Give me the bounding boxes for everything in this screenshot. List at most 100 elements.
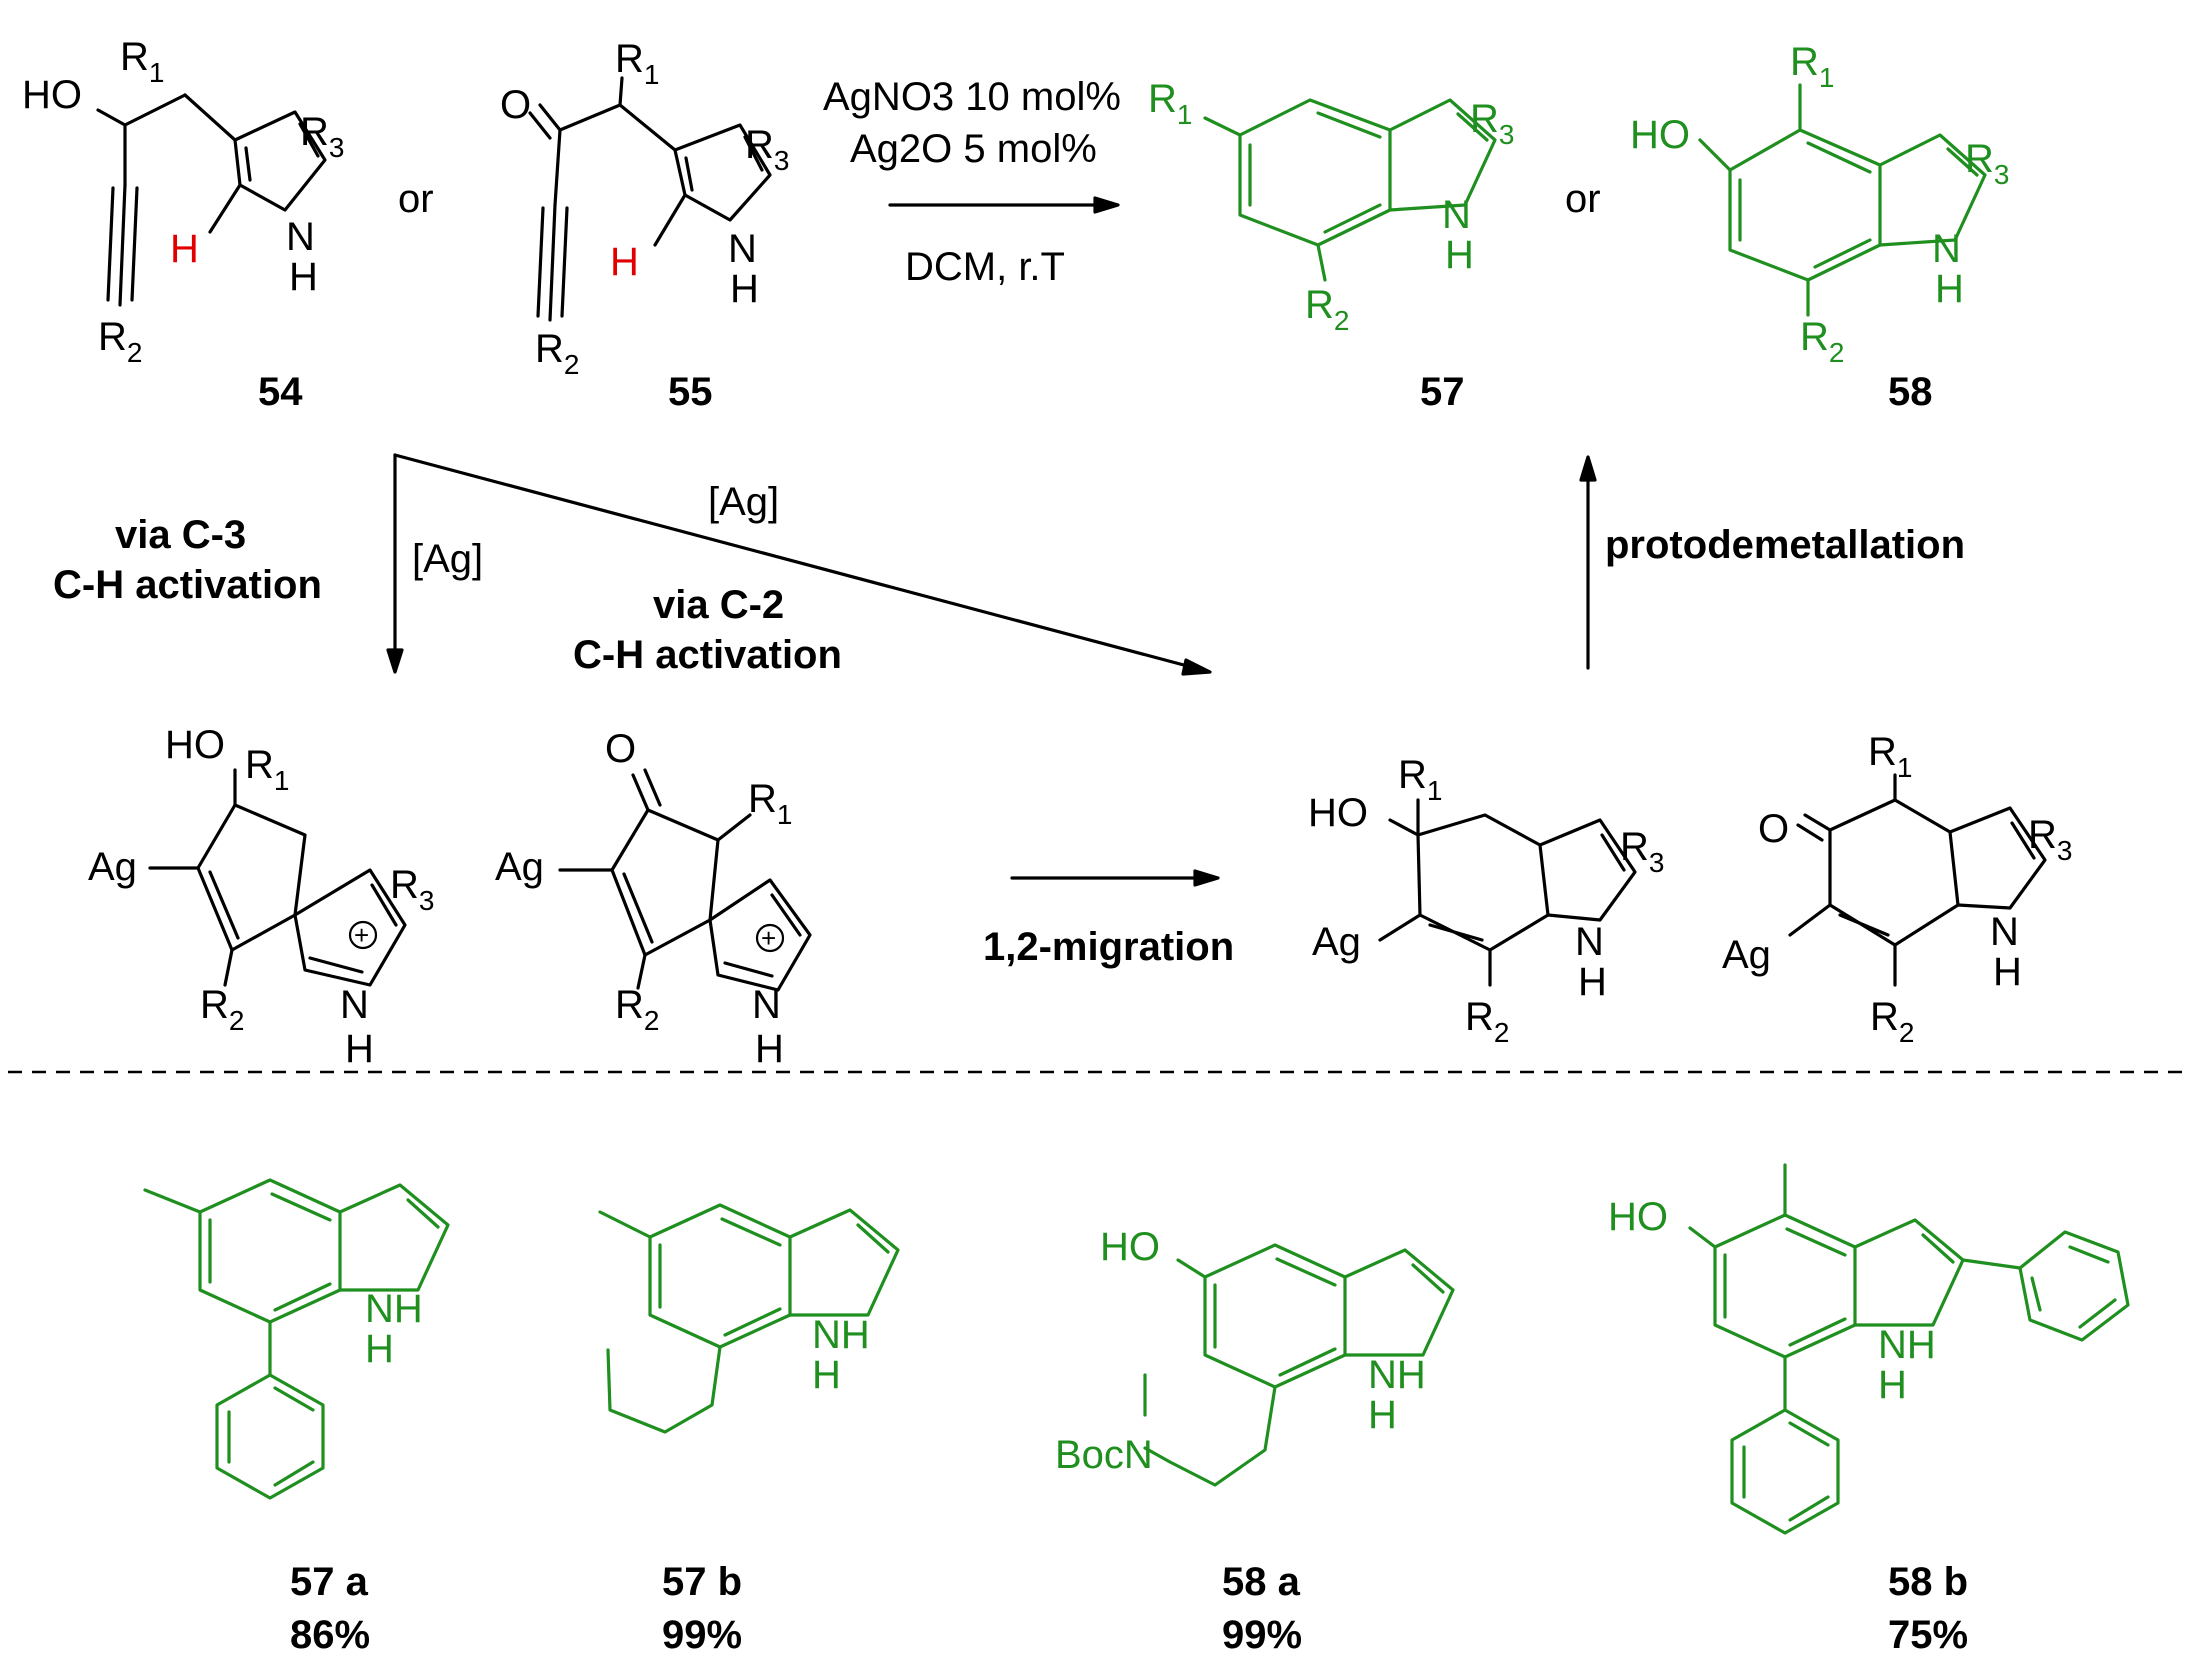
svg-text:H: H [345,1027,374,1071]
svg-text:+: + [354,920,369,950]
svg-text:R1: R1 [1868,730,1912,783]
or-connector-2: or [1565,177,1601,221]
svg-text:Ag: Ag [1312,920,1361,964]
svg-text:H: H [1445,233,1474,277]
example-58b-yield: 75% [1888,1613,1968,1657]
svg-text:N: N [286,215,315,259]
svg-text:H: H [1368,1393,1397,1437]
svg-text:HO: HO [1608,1195,1668,1239]
protodemetallation-label: protodemetallation [1605,523,1965,567]
svg-text:R2: R2 [200,983,244,1036]
fused-intermediate-d-text: R1 O R3 N H Ag R2 [1722,730,2072,1048]
svg-text:R3: R3 [1470,97,1514,150]
svg-text:N: N [1990,910,2019,954]
svg-text:R3: R3 [1965,137,2009,190]
svg-text:R2: R2 [1870,995,1914,1048]
svg-text:H: H [170,227,199,271]
svg-text:H: H [812,1353,841,1397]
svg-text:R1: R1 [748,777,792,830]
example-58b-id: 58 b [1888,1560,1968,1604]
example-57a-id: 57 a [290,1560,369,1604]
svg-text:HO: HO [1630,113,1690,157]
svg-text:NH: NH [812,1313,870,1357]
svg-text:O: O [500,83,531,127]
svg-text:R1: R1 [1398,753,1442,806]
svg-text:H: H [755,1027,784,1071]
migration-label: 1,2-migration [983,925,1234,969]
compound-57-structure [1203,98,1497,282]
example-58b-text: HO NH H [1608,1195,1936,1407]
svg-text:H: H [1935,267,1964,311]
spiro-intermediate-a-text: HO R1 Ag R3 R2 N H + [88,723,434,1071]
compound-58-text: R1 HO R3 N H R2 [1630,40,2009,368]
svg-text:R1: R1 [1148,77,1192,130]
spiro-intermediate-a [148,768,407,987]
compound-58-label: 58 [1888,370,1933,414]
svg-text:R2: R2 [535,327,579,380]
svg-text:N: N [1575,920,1604,964]
compound-57-label: 57 [1420,370,1465,414]
example-58b-structure [1688,1163,2130,1535]
example-57a-yield: 86% [290,1613,370,1657]
example-57a-structure [143,1178,450,1500]
c3-pathway-line-1: via C-3 [115,513,246,557]
reagent-line-2: Ag2O 5 mol% [850,127,1097,171]
svg-text:R2: R2 [1465,995,1509,1048]
svg-text:R2: R2 [1305,283,1349,336]
svg-text:NH: NH [1368,1353,1426,1397]
svg-text:H: H [365,1327,394,1371]
ag-label-c2: [Ag] [708,480,779,524]
svg-text:HO: HO [1308,791,1368,835]
ag-label-c3: [Ag] [412,537,483,581]
example-58a-structure [1143,1243,1455,1487]
svg-text:N: N [728,227,757,271]
c3-pathway-line-2: C-H activation [53,563,322,607]
or-connector-1: or [398,177,434,221]
svg-text:R2: R2 [615,983,659,1036]
svg-text:Ag: Ag [495,845,544,889]
svg-text:HO: HO [165,723,225,767]
spiro-intermediate-b [558,768,812,992]
svg-text:NH: NH [365,1287,423,1331]
svg-text:N: N [752,983,781,1027]
c2-pathway-line-2: C-H activation [573,633,842,677]
reaction-arrow [888,196,1120,214]
svg-text:N: N [340,983,369,1027]
reaction-conditions: AgNO3 10 mol% Ag2O 5 mol% DCM, r.T [823,75,1121,289]
svg-text:R1: R1 [245,743,289,796]
svg-text:BocN: BocN [1055,1433,1153,1477]
svg-text:R2: R2 [1800,315,1844,368]
svg-text:H: H [1993,950,2022,994]
fused-intermediate-c [1378,798,1637,987]
reagent-line-1: AgNO3 10 mol% [823,75,1121,119]
example-57b-yield: 99% [662,1613,742,1657]
example-57b-structure [598,1203,900,1434]
svg-text:R1: R1 [120,35,164,88]
svg-text:O: O [605,727,636,771]
svg-text:O: O [1758,807,1789,851]
spiro-intermediate-b-text: O R1 Ag R2 N H + [495,727,792,1071]
example-58a-text: HO BocN NH H [1055,1225,1426,1477]
example-58a-id: 58 a [1222,1560,1301,1604]
svg-text:R3: R3 [1620,825,1664,878]
svg-text:NH: NH [1878,1323,1936,1367]
c2-pathway-line-1: via C-2 [653,583,784,627]
svg-text:H: H [289,255,318,299]
svg-text:N: N [1442,193,1471,237]
compound-54-text: HO R1 R3 N H H R2 [22,35,344,368]
compound-55-structure [528,76,772,322]
compound-58-structure [1698,83,1987,317]
fused-intermediate-c-text: R1 HO R3 N H Ag R2 [1308,753,1664,1048]
compound-55-label: 55 [668,370,713,414]
svg-text:+: + [761,923,776,953]
example-57b-text: NH H [812,1313,870,1397]
svg-text:N: N [1932,227,1961,271]
svg-text:HO: HO [1100,1225,1160,1269]
svg-text:R1: R1 [1790,40,1834,93]
solvent-conditions: DCM, r.T [905,245,1065,289]
compound-54-structure [96,93,327,307]
svg-text:H: H [1578,960,1607,1004]
svg-text:Ag: Ag [1722,933,1771,977]
